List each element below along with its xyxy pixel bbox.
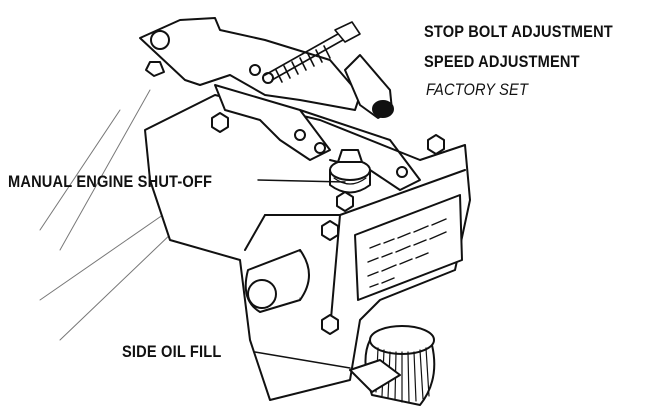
data-plate (354, 194, 463, 301)
leader-lines (254, 179, 351, 369)
manual-engine-shutoff-label: MANUAL ENGINE SHUT-OFF (8, 172, 213, 191)
governor-lever-plate (139, 17, 421, 191)
manual-shutoff-knob (329, 149, 371, 194)
stop-bolt-spring (264, 21, 361, 83)
factory-set-label: FACTORY SET (426, 80, 529, 99)
side-oil-fill-label: SIDE OIL FILL (122, 342, 222, 361)
housing-block (144, 94, 471, 401)
background-sketch-lines (39, 89, 176, 341)
speed-adjustment-label: SPEED ADJUSTMENT (424, 52, 580, 71)
stop-bolt-adjustment-label: STOP BOLT ADJUSTMENT (424, 22, 613, 41)
conical-plug (244, 249, 310, 313)
speed-adjustment-lever (344, 54, 394, 119)
hex-bolts (145, 61, 445, 335)
oil-fill-cap (349, 325, 436, 406)
